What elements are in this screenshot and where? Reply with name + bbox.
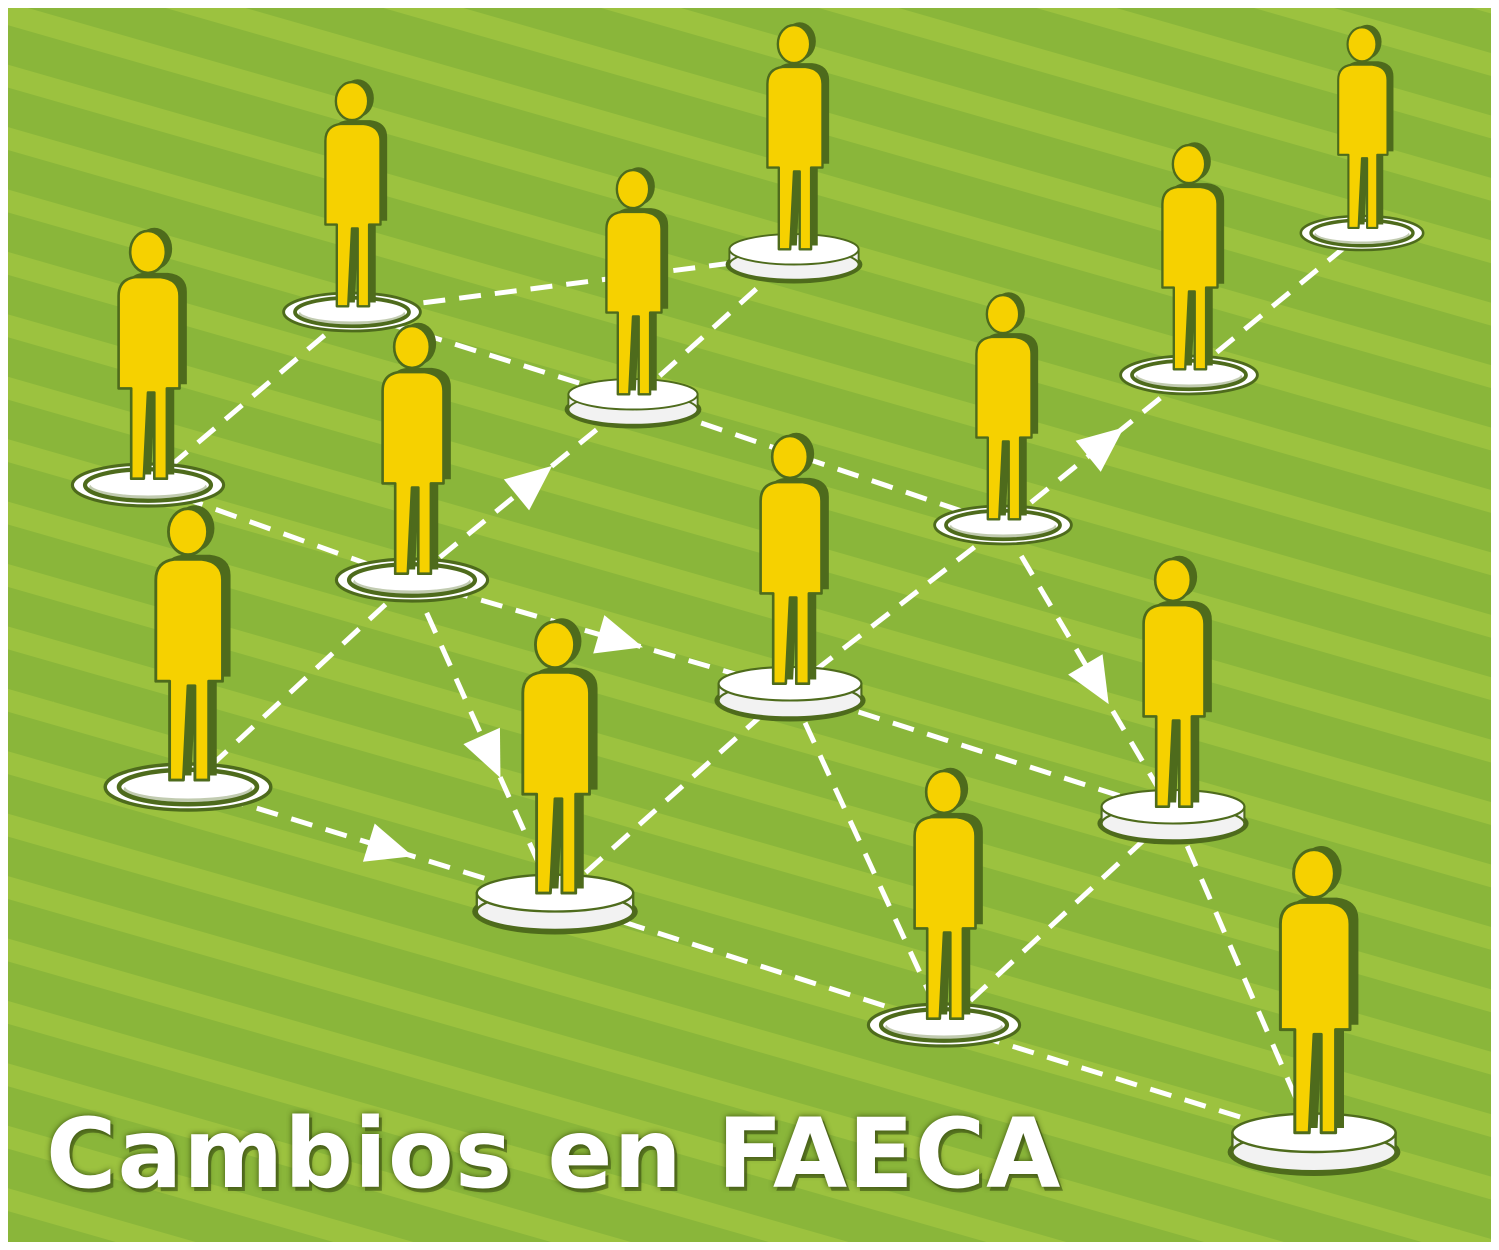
connector-line (146, 310, 354, 487)
connector-line (789, 687, 1174, 816)
people-figures (70, 22, 1425, 1176)
page-title: Cambios en FAECA (46, 1098, 1062, 1210)
arrowhead-icon (593, 615, 643, 654)
person-on-pedestal-icon (564, 167, 702, 429)
connector-line (942, 811, 1175, 1027)
person-on-pedestal-icon (1227, 846, 1401, 1176)
connector-line (632, 397, 1004, 528)
connector-line (1000, 523, 1176, 815)
network-scene (8, 8, 1491, 1242)
person-on-pedestal-icon (933, 292, 1073, 546)
arrowhead-icon (503, 465, 553, 511)
connector-line (943, 1022, 1315, 1143)
arrowhead-icon (1075, 427, 1124, 472)
arrowhead-icon (362, 823, 413, 862)
person-on-pedestal-icon (714, 432, 866, 722)
person-on-pedestal-icon (472, 618, 638, 935)
connector-line (787, 688, 947, 1027)
illustration-frame: Cambios en FAECA (8, 8, 1491, 1242)
arrowhead-icon (1068, 654, 1109, 705)
person-on-pedestal-icon (1119, 142, 1259, 396)
connector-line (351, 252, 795, 315)
connector-line (553, 688, 792, 902)
connector-line (409, 578, 558, 902)
striped-background (8, 8, 1491, 1242)
person-on-pedestal-icon (70, 227, 226, 508)
person-on-pedestal-icon (725, 22, 863, 284)
arrowhead-icon (463, 727, 501, 778)
person-on-pedestal-icon (1299, 24, 1425, 252)
person-on-pedestal-icon (282, 79, 422, 333)
arrowheads (362, 427, 1124, 862)
person-on-pedestal-icon (866, 767, 1022, 1048)
person-on-pedestal-icon (1097, 555, 1249, 845)
connector-line (1187, 231, 1364, 377)
connector-line (1170, 812, 1317, 1141)
connector-line (186, 578, 414, 789)
person-on-pedestal-icon (334, 322, 490, 603)
connector-line (410, 398, 635, 582)
connector-line (554, 897, 945, 1028)
person-on-pedestal-icon (103, 505, 273, 812)
connector-line (788, 523, 1005, 692)
